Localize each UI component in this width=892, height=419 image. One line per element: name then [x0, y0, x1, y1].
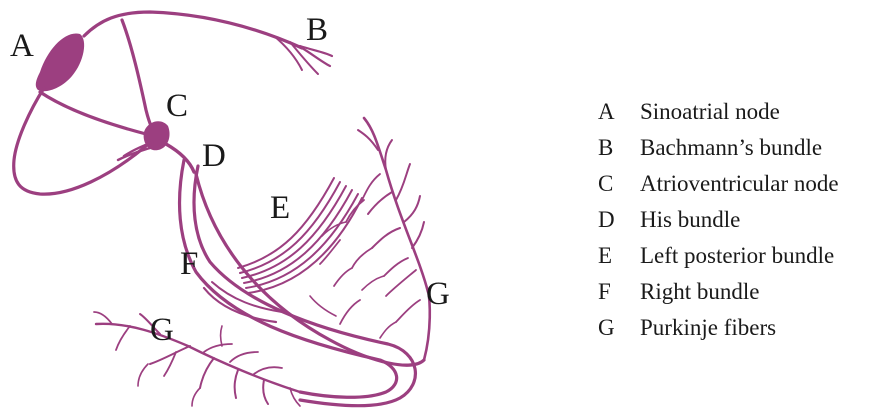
- label-f: F: [180, 246, 198, 282]
- label-d: D: [202, 138, 226, 174]
- right-bundle: [180, 160, 416, 406]
- legend-letter-e: E: [598, 243, 612, 268]
- legend-text-d: His bundle: [640, 207, 740, 232]
- legend-letter-c: C: [598, 171, 613, 196]
- label-g-left: G: [150, 312, 174, 348]
- legend-text-f: Right bundle: [640, 279, 759, 304]
- legend: A Sinoatrial node B Bachmann’s bundle C …: [598, 99, 839, 340]
- label-c: C: [166, 88, 188, 124]
- legend-text-b: Bachmann’s bundle: [640, 135, 822, 160]
- legend-letter-g: G: [598, 315, 615, 340]
- his-bundle: [166, 144, 194, 172]
- label-a: A: [10, 28, 34, 64]
- legend-text-g: Purkinje fibers: [640, 315, 776, 340]
- legend-text-e: Left posterior bundle: [640, 243, 834, 268]
- sinoatrial-node: [36, 33, 84, 91]
- legend-letter-b: B: [598, 135, 613, 160]
- legend-letter-a: A: [598, 99, 615, 124]
- label-g-right: G: [426, 276, 450, 312]
- legend-letter-f: F: [598, 279, 611, 304]
- legend-text-c: Atrioventricular node: [640, 171, 839, 196]
- legend-letter-d: D: [598, 207, 615, 232]
- left-bundle-branch: [196, 174, 430, 365]
- left-posterior-bundle: [238, 178, 362, 293]
- label-b: B: [306, 12, 328, 48]
- label-e: E: [270, 190, 290, 226]
- legend-text-a: Sinoatrial node: [640, 99, 780, 124]
